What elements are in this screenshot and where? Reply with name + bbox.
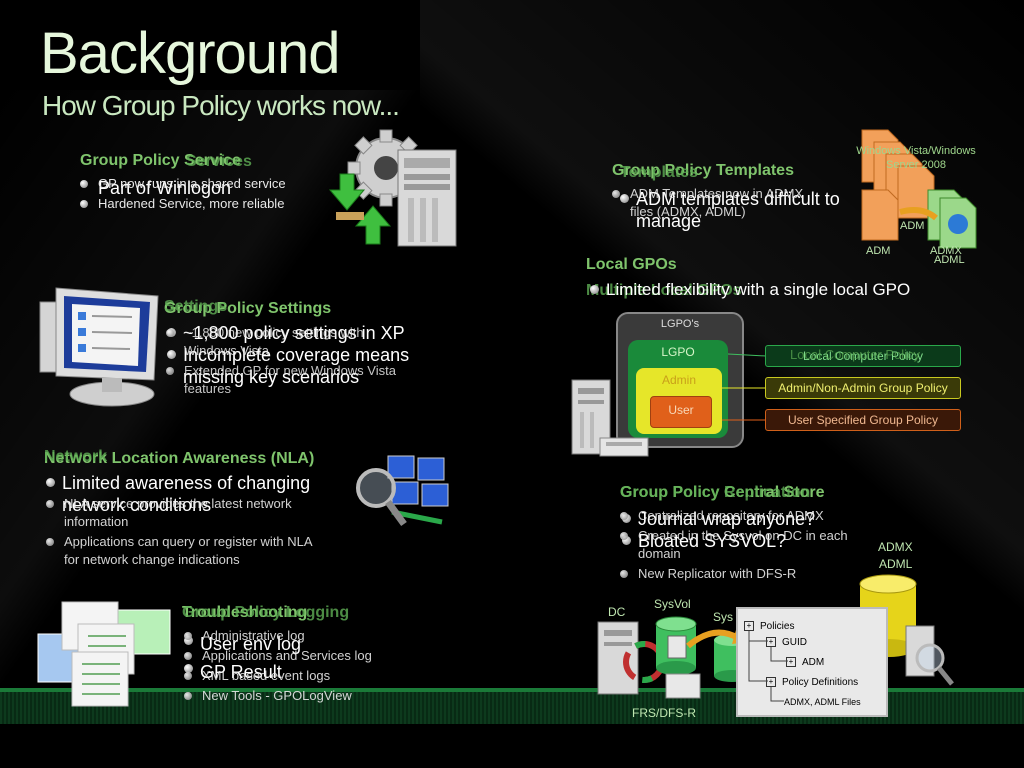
event-log-documents-icon bbox=[37, 601, 171, 707]
local-gpos-overlay-heading: Multiple Local GPOs bbox=[586, 282, 742, 299]
gp-templates-heading: Group Policy Templates bbox=[612, 162, 794, 179]
central-store-overlay-bullets: Journal wrap anyone? Bloated SYSVOL? bbox=[622, 508, 842, 552]
templates-diagram-label: ADML bbox=[934, 254, 965, 266]
troubleshooting-heading: Troubleshooting bbox=[182, 604, 308, 621]
user-policy-label: User Specified Group Policy bbox=[787, 413, 939, 427]
expand-icon[interactable]: + bbox=[744, 621, 754, 632]
gp-settings-bullet: Extended GP for new Windows Vista featur… bbox=[166, 362, 406, 398]
gp-settings-bullets: ~1,800 new policy settings with Windows … bbox=[166, 324, 406, 400]
tree-node-admx-files: ADMX, ADML Files bbox=[784, 697, 861, 707]
gp-settings-overlay-heading: Settings bbox=[164, 298, 228, 315]
expand-icon[interactable]: + bbox=[786, 657, 796, 668]
tree-label: ADM bbox=[802, 657, 825, 668]
tree-connector-lines bbox=[748, 631, 788, 702]
gp-service-bullet: GP now runs in a shared service bbox=[80, 175, 340, 193]
expand-icon[interactable]: + bbox=[766, 637, 776, 648]
troubleshooting-bullets: Administrative log Applications and Serv… bbox=[184, 627, 404, 707]
tree-node-guid[interactable]: + GUID bbox=[766, 637, 807, 648]
user-box: User bbox=[650, 396, 712, 428]
troubleshooting-bullet: Applications and Services log bbox=[184, 647, 404, 665]
monitor-checklist-icon bbox=[39, 287, 159, 407]
gp-service-overlay-heading: Services bbox=[186, 153, 252, 170]
tree-node-policy-definitions[interactable]: + Policy Definitions bbox=[766, 677, 858, 688]
gp-service-bullet: Hardened Service, more reliable bbox=[80, 195, 340, 213]
local-computer-policy-label: Local Computer Policy bbox=[802, 349, 924, 363]
central-store-bullet: Created in the Sysvol on DC in each doma… bbox=[620, 527, 870, 563]
central-store-bullet: Centralized repository for ADMX bbox=[620, 507, 870, 525]
dc-label: DC bbox=[608, 605, 626, 619]
gp-templates-overlay-bullet-list: ADM templates difficult to manage bbox=[620, 188, 860, 232]
troubleshooting-bullet: New Tools - GPOLogView bbox=[184, 687, 404, 705]
frs-label: FRS/DFS-R bbox=[632, 706, 696, 720]
tree-label: Policy Definitions bbox=[782, 677, 859, 688]
tree-node-adm[interactable]: + ADM bbox=[786, 657, 824, 668]
gp-settings-overlay-bullets: ~1,800 policy settings in XP Incomplete … bbox=[167, 322, 457, 388]
sysvol-label: SysVol bbox=[654, 597, 691, 611]
lgpo-connector-lines bbox=[722, 353, 767, 421]
slide-subtitle: How Group Policy works now... bbox=[42, 90, 400, 121]
user-label: User bbox=[668, 403, 694, 417]
slide-title: Background bbox=[40, 21, 341, 86]
policy-tree-panel: + Policies + GUID + ADM + Policy Definitions… bbox=[736, 607, 888, 717]
nla-heading: Network Location Awareness (NLA) bbox=[44, 450, 315, 467]
gp-settings-overlay-bullet: Incomplete coverage means missing key sc… bbox=[167, 344, 457, 388]
nla-overlay-bullet-list: Limited awareness of changing network co… bbox=[46, 472, 356, 516]
nla-overlay-bullet: Limited awareness of changing network co… bbox=[46, 472, 356, 516]
nla-bullet: Applications can query or register with … bbox=[46, 533, 316, 569]
troubleshooting-overlay-bullets: User env log GP Result bbox=[184, 630, 384, 686]
template-files-icon bbox=[861, 129, 977, 249]
central-store-bullets: Centralized repository for ADMX Created … bbox=[620, 507, 870, 585]
gp-service-bullets: GP now runs in a shared service Hardened… bbox=[80, 175, 340, 215]
admin-policy-label: Admin/Non-Admin Group Policy bbox=[778, 381, 948, 395]
admx-label: ADMX bbox=[878, 540, 913, 554]
network-magnifier-icon bbox=[356, 455, 449, 527]
adml-label: ADML bbox=[879, 557, 913, 571]
tree-label: GUID bbox=[782, 637, 807, 648]
troubleshooting-overlay-bullet: User env log bbox=[184, 630, 384, 658]
central-store-heading: Group Policy Central Store bbox=[620, 484, 825, 501]
sysvol2-label: Sys bbox=[713, 610, 734, 624]
local-computer-policy-overlay: Local Computer Policy bbox=[790, 347, 921, 362]
lgpo-label: LGPO bbox=[661, 345, 695, 359]
templates-diagram-label: ADM bbox=[900, 220, 925, 232]
gp-service-overlay-bullet: Part of Winlogon bbox=[98, 178, 232, 198]
templates-diagram-header: Windows Vista/Windows Server 2008 bbox=[856, 145, 976, 171]
gp-templates-bullet: ADM Templates now in ADMX files (ADMX, A… bbox=[612, 185, 812, 221]
expand-icon[interactable]: + bbox=[766, 677, 776, 688]
local-gpos-overlay-bullet: Limited flexibility with a single local … bbox=[590, 279, 970, 301]
troubleshooting-bullet: XML based event logs bbox=[184, 667, 404, 685]
tree-label: Policies bbox=[760, 621, 795, 632]
local-computer-policy-box: Local Computer Policy bbox=[765, 345, 961, 367]
gp-templates-overlay-bullet: ADM templates difficult to manage bbox=[620, 188, 860, 232]
service-gear-server-icon bbox=[328, 129, 457, 247]
local-gpos-heading: Local GPOs bbox=[586, 256, 677, 273]
central-store-overlay-bullet: Bloated SYSVOL? bbox=[622, 530, 842, 552]
gp-templates-overlay-heading: Templates bbox=[620, 164, 698, 181]
gp-settings-bullet: ~1,800 new policy settings with Windows … bbox=[166, 324, 406, 360]
central-store-overlay-heading: Group Policy Replication bbox=[620, 484, 811, 501]
troubleshooting-overlay-heading: Group Policy Logging bbox=[182, 604, 350, 621]
nla-bullets: NLA service provides the latest network … bbox=[46, 495, 316, 571]
user-policy-box: User Specified Group Policy bbox=[765, 409, 961, 431]
nla-overlay-heading: Network bbox=[44, 448, 108, 465]
admin-label: Admin bbox=[661, 373, 696, 387]
gp-templates-bullets: ADM Templates now in ADMX files (ADMX, A… bbox=[612, 185, 812, 223]
tree-label: ADMX, ADML Files bbox=[784, 697, 861, 707]
lgpos-label: LGPO's bbox=[660, 318, 700, 330]
templates-diagram-label: ADMX bbox=[930, 245, 962, 257]
troubleshooting-bullet: Administrative log bbox=[184, 627, 404, 645]
tree-node-policies[interactable]: + Policies bbox=[744, 621, 794, 632]
local-gpos-overlay-bullet-list: Limited flexibility with a single local … bbox=[590, 279, 970, 301]
templates-diagram-label: ADM bbox=[866, 245, 891, 257]
nla-bullet: NLA service provides the latest network … bbox=[46, 495, 316, 531]
gp-settings-heading: Group Policy Settings bbox=[164, 300, 332, 317]
admin-policy-box: Admin/Non-Admin Group Policy bbox=[765, 377, 961, 399]
gp-service-heading: Group Policy Service bbox=[80, 152, 241, 169]
central-store-bullet: New Replicator with DFS-R bbox=[620, 565, 870, 583]
troubleshooting-overlay-bullet: GP Result bbox=[184, 658, 384, 686]
client-computer-icon bbox=[571, 379, 649, 457]
